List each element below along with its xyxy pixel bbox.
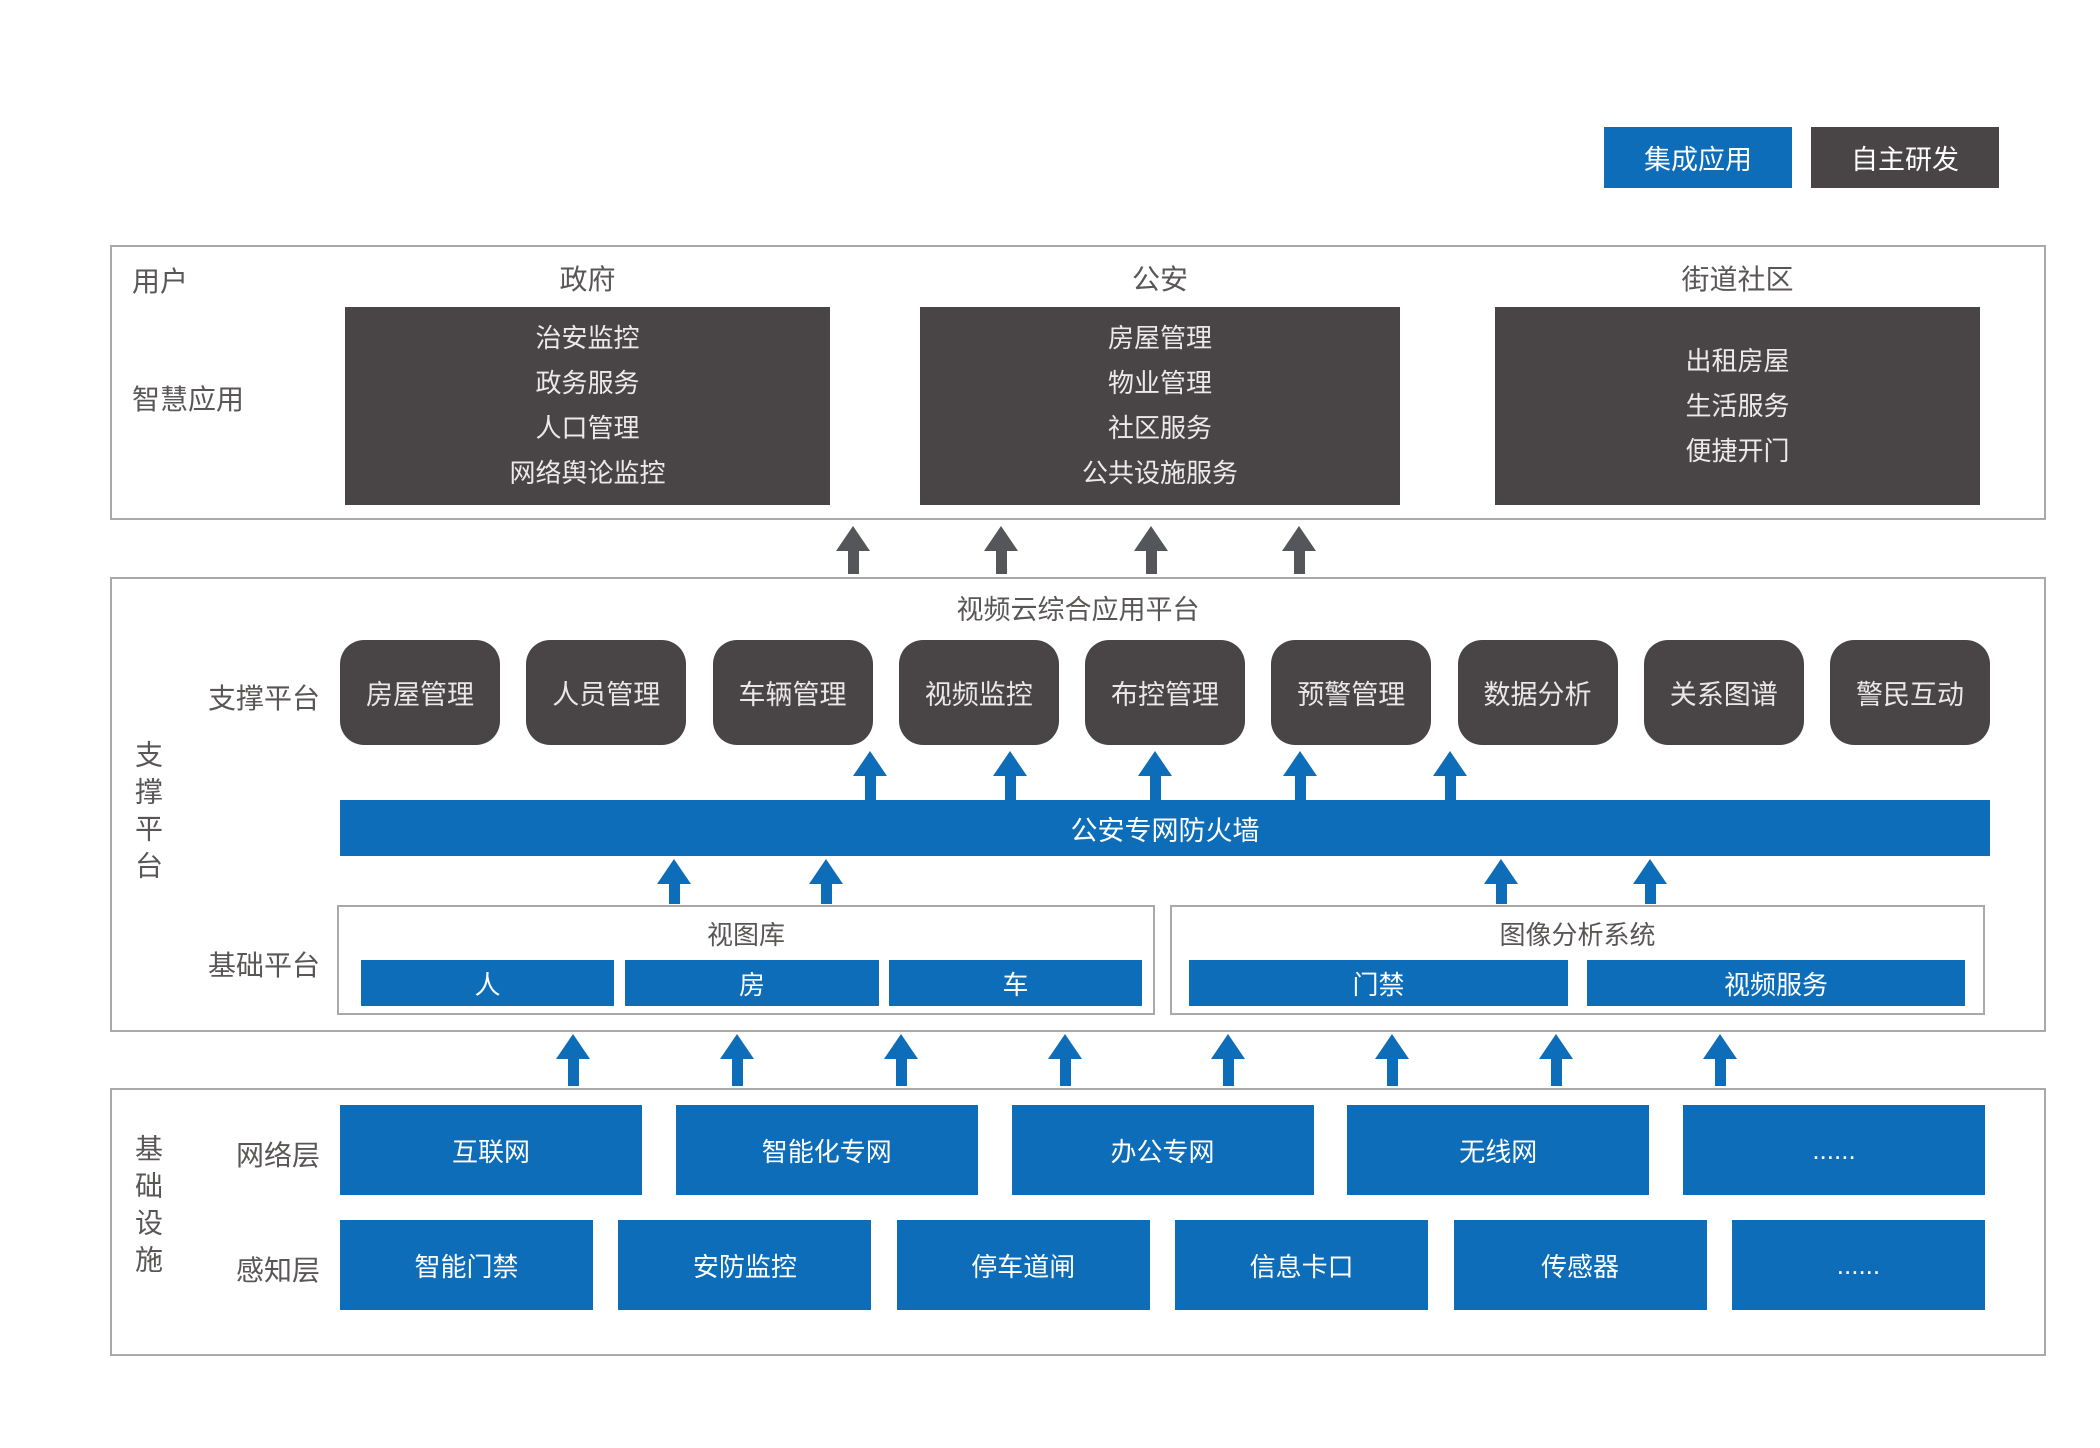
perception-item: ...... (1731, 1220, 1985, 1310)
flow-arrow (1048, 1034, 1082, 1086)
column-header-government: 政府 (559, 264, 616, 295)
app-item: 网络舆论监控 (509, 458, 666, 488)
flow-arrow (1138, 751, 1172, 800)
flow-arrow (1282, 526, 1316, 574)
flow-arrow (1283, 751, 1317, 800)
support-module: 关系图谱 (1643, 640, 1804, 745)
support-module: 房屋管理 (340, 640, 500, 745)
app-item: 便捷开门 (1685, 435, 1790, 466)
flow-arrow (993, 751, 1027, 800)
column-header-community: 街道社区 (1681, 264, 1794, 295)
network-item: 办公专网 (1011, 1105, 1314, 1195)
app-item: 房屋管理 (1107, 323, 1212, 353)
support-module: 数据分析 (1457, 640, 1618, 745)
perception-item: 智能门禁 (340, 1220, 593, 1310)
app-item: 人口管理 (535, 413, 640, 443)
perception-layer-row: 智能门禁 安防监控 停车道闸 信息卡口 传感器 ...... (340, 1220, 1985, 1310)
flow-arrow (556, 1034, 590, 1086)
support-module: 人员管理 (526, 640, 687, 745)
image-analysis-title: 图像分析系统 (1499, 920, 1656, 950)
flow-arrow (809, 859, 843, 904)
infrastructure-side-label: 基础设施 (132, 1134, 163, 1282)
view-library-box: 视图库 人 房 车 (337, 905, 1155, 1015)
view-library-item: 房 (625, 960, 879, 1006)
perception-item: 停车道闸 (896, 1220, 1150, 1310)
app-box-police: 房屋管理 物业管理 社区服务 公共设施服务 (920, 307, 1400, 505)
app-box-community: 出租房屋 生活服务 便捷开门 (1495, 307, 1980, 505)
column-header-police: 公安 (1131, 264, 1188, 295)
flow-arrow (984, 526, 1018, 574)
image-analysis-item: 视频服务 (1587, 960, 1965, 1006)
flow-arrow (853, 751, 887, 800)
network-item: 无线网 (1347, 1105, 1650, 1195)
app-item: 政务服务 (535, 368, 640, 398)
network-layer-label: 网络层 (235, 1140, 320, 1171)
smart-apps-row-label: 智慧应用 (132, 384, 245, 415)
flow-arrow (1433, 751, 1467, 800)
flow-arrow (657, 859, 691, 904)
network-item: ...... (1683, 1105, 1985, 1195)
support-modules-row: 房屋管理 人员管理 车辆管理 视频监控 布控管理 预警管理 数据分析 关系图谱 … (340, 640, 1990, 745)
view-library-title: 视图库 (706, 920, 785, 950)
firewall-bar: 公安专网防火墙 (340, 800, 1990, 856)
flow-arrow (1211, 1034, 1245, 1086)
app-box-government: 治安监控 政务服务 人口管理 网络舆论监控 (345, 307, 830, 505)
support-module: 警民互动 (1830, 640, 1990, 745)
base-row-label: 基础平台 (207, 950, 320, 981)
platform-title: 视频云综合应用平台 (956, 595, 1200, 625)
network-layer-row: 互联网 智能化专网 办公专网 无线网 ...... (340, 1105, 1985, 1195)
app-item: 社区服务 (1107, 413, 1212, 443)
flow-arrow (1703, 1034, 1737, 1086)
flow-arrow (884, 1034, 918, 1086)
perception-item: 安防监控 (618, 1220, 872, 1310)
image-analysis-item: 门禁 (1189, 960, 1568, 1006)
app-item: 生活服务 (1685, 390, 1790, 421)
support-module: 布控管理 (1085, 640, 1245, 745)
user-row-label: 用户 (132, 266, 189, 297)
app-item: 治安监控 (535, 323, 640, 353)
app-item: 公共设施服务 (1081, 458, 1238, 488)
perception-item: 传感器 (1453, 1220, 1707, 1310)
support-module: 视频监控 (898, 640, 1059, 745)
support-module: 车辆管理 (712, 640, 873, 745)
network-item: 智能化专网 (675, 1105, 978, 1195)
network-item: 互联网 (340, 1105, 642, 1195)
flow-arrow (1375, 1034, 1409, 1086)
flow-arrow (1484, 859, 1518, 904)
perception-layer-label: 感知层 (235, 1255, 320, 1286)
legend-integrated-app: 集成应用 (1604, 127, 1792, 188)
support-row-label: 支撑平台 (207, 683, 320, 714)
flow-arrow (1539, 1034, 1573, 1086)
flow-arrow (720, 1034, 754, 1086)
flow-arrow (1134, 526, 1168, 574)
view-library-item: 车 (889, 960, 1142, 1006)
platform-side-label: 支撑平台 (132, 740, 163, 888)
support-module: 预警管理 (1271, 640, 1432, 745)
perception-item: 信息卡口 (1175, 1220, 1429, 1310)
app-item: 物业管理 (1107, 368, 1212, 398)
legend-self-developed: 自主研发 (1811, 127, 1999, 188)
flow-arrow (836, 526, 870, 574)
flow-arrow (1633, 859, 1667, 904)
image-analysis-box: 图像分析系统 门禁 视频服务 (1170, 905, 1985, 1015)
app-item: 出租房屋 (1685, 345, 1790, 376)
view-library-item: 人 (361, 960, 614, 1006)
